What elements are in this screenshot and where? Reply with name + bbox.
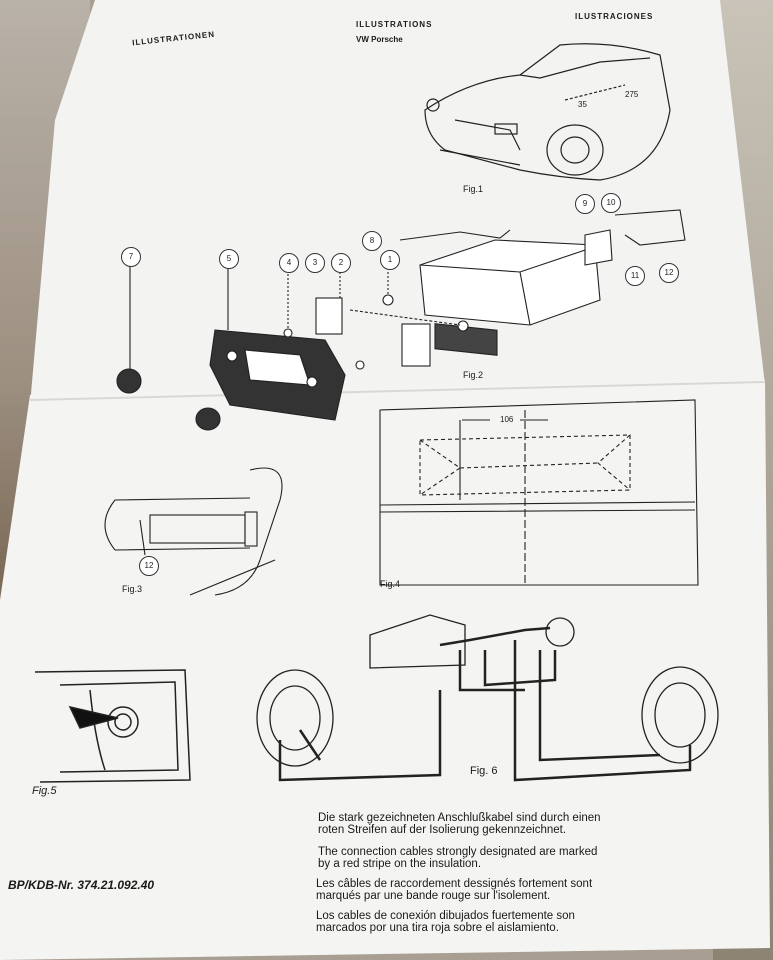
callout-1: 1 <box>380 250 400 270</box>
fig1-label-35: 35 <box>578 100 587 109</box>
paper-lower <box>0 380 770 960</box>
callout-11: 11 <box>625 266 645 286</box>
fig5-grille-detail <box>34 669 191 783</box>
fig3-mounting-detail <box>104 467 283 596</box>
callout-7: 7 <box>121 247 141 267</box>
fig3-label: Fig.3 <box>122 584 143 594</box>
paper-upper <box>30 0 765 405</box>
note-german-line2: roten Streifen auf der Isolierung gekenn… <box>318 824 567 836</box>
callout-10: 10 <box>601 193 621 213</box>
note-english-line1: The connection cables strongly designate… <box>318 846 598 858</box>
note-french-line2: marqués par une bande rouge sur l'isolem… <box>316 890 551 902</box>
callout-4: 4 <box>279 253 299 273</box>
callout-12-fig3: 12 <box>139 556 159 576</box>
header-english: ILLUSTRATIONS <box>356 20 433 29</box>
fig2-label: Fig.2 <box>463 370 484 380</box>
fig2-radio-exploded-view <box>116 209 686 431</box>
fig6-wiring-diagram <box>256 614 719 782</box>
callout-2: 2 <box>331 253 351 273</box>
fig5-label: Fig.5 <box>32 785 57 797</box>
callout-5: 5 <box>219 249 239 269</box>
fig1-label-275: 275 <box>625 90 639 99</box>
fig6-label: Fig. 6 <box>470 765 498 777</box>
fig1-car-drawing <box>424 43 671 181</box>
callout-3: 3 <box>305 253 325 273</box>
paper-fold <box>29 381 766 401</box>
callout-12-fig2: 12 <box>659 263 679 283</box>
fig1-label: Fig.1 <box>463 184 484 194</box>
fig4-cutout-template <box>379 399 699 586</box>
callout-8: 8 <box>362 231 382 251</box>
header-spanish: ILUSTRACIONES <box>575 12 654 21</box>
callout-9: 9 <box>575 194 595 214</box>
note-german-line1: Die stark gezeichneten Anschlußkabel sin… <box>318 812 601 824</box>
note-spanish-line2: marcados por una tira roja sobre el aisl… <box>316 922 559 934</box>
header-subtitle: VW Porsche <box>356 35 403 44</box>
note-english-line2: by a red stripe on the insulation. <box>318 858 482 870</box>
note-french-line1: Les câbles de raccordement dessignés for… <box>316 878 593 890</box>
fig4-dimension: 106 <box>500 415 514 424</box>
fig4-label: Fig.4 <box>380 579 401 589</box>
part-number: BP/KDB-Nr. 374.21.092.40 <box>8 878 155 892</box>
note-spanish-line1: Los cables de conexión dibujados fuertem… <box>316 910 575 922</box>
